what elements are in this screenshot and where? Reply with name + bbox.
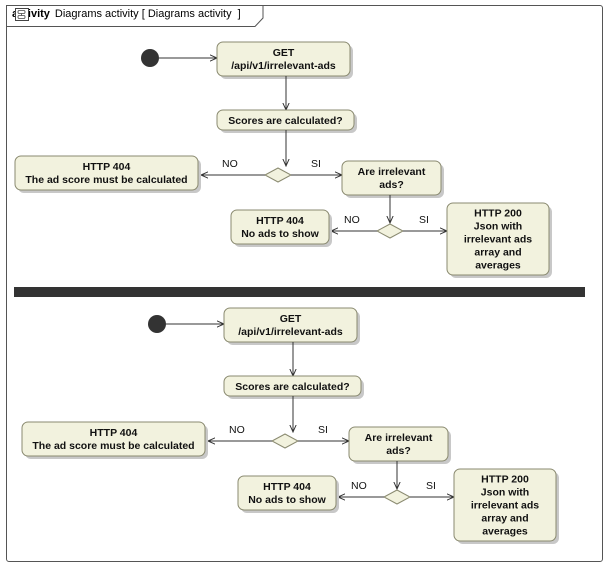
frame-title-link[interactable]: Diagrams activity [147,8,232,20]
scores-action[interactable]: Scores are calculated? [223,375,364,399]
http404-score-action-label: HTTP 404 [90,427,138,439]
irrelevant-action-label: ads? [386,445,411,457]
irrelevant-action-label: Are irrelevant [358,166,426,178]
label-si-2: SI [419,214,429,226]
http200-action-label: Json with [474,221,522,233]
scores-action-label: Scores are calculated? [235,381,349,393]
http404-score-action-label: HTTP 404 [83,161,131,173]
decision-irrelevant[interactable] [382,489,412,505]
label-no-1: NO [222,158,238,170]
label-no-2: NO [351,480,367,492]
decision-scores[interactable] [263,167,293,183]
irrelevant-action-box[interactable] [341,160,442,196]
http200-action-box[interactable] [453,468,557,542]
start-node[interactable] [148,315,166,333]
start-node[interactable] [141,49,159,67]
irrelevant-action-box[interactable] [348,426,449,462]
http404-score-action-box[interactable] [21,421,206,457]
http404-score-action-label: The ad score must be calculated [32,440,194,452]
http200-action-label: averages [482,526,528,538]
http404-noads-action-label: No ads to show [241,228,319,240]
get-action-label: /api/v1/irrelevant-ads [238,326,343,338]
http200-action-label: array and [481,513,528,525]
frame-title-suffix: ] [237,8,241,20]
label-si-2: SI [426,480,436,492]
frame-tab-shape [6,5,264,27]
get-action-label: /api/v1/irrelevant-ads [231,60,336,72]
get-action-box[interactable] [216,41,351,77]
http200-action-label: array and [474,247,521,259]
get-action-label: GET [273,47,295,59]
get-action-label: GET [280,313,302,325]
decision-irrelevant[interactable] [375,223,405,239]
scores-action[interactable]: Scores are calculated? [216,109,357,133]
get-action-box[interactable] [223,307,358,343]
label-si-1: SI [311,158,321,170]
http200-action-label: averages [475,260,521,272]
irrelevant-action-label: Are irrelevant [365,432,433,444]
get-action[interactable]: GET/api/v1/irrelevant-ads [223,307,360,345]
http200-action-label: irrelevant ads [464,234,532,246]
get-action[interactable]: GET/api/v1/irrelevant-ads [216,41,353,79]
http404-noads-action-label: HTTP 404 [263,481,311,493]
http404-score-action-box[interactable] [14,155,199,191]
separator-bar [14,287,585,297]
http200-action-label: HTTP 200 [481,474,529,486]
http404-noads-action-box[interactable] [237,475,337,511]
irrelevant-action-label: ads? [379,179,404,191]
decision-scores[interactable] [270,433,300,449]
label-no-1: NO [229,424,245,436]
activity-diagram-icon[interactable] [15,8,29,21]
http404-noads-action-label: HTTP 404 [256,215,304,227]
http200-action-label: irrelevant ads [471,500,539,512]
label-si-1: SI [318,424,328,436]
http404-noads-action-label: No ads to show [248,494,326,506]
http404-noads-action-box[interactable] [230,209,330,245]
label-no-2: NO [344,214,360,226]
frame-title-prefix: Diagrams activity [ [54,8,145,20]
http200-action-label: Json with [481,487,529,499]
http200-action-box[interactable] [446,202,550,276]
http200-action-label: HTTP 200 [474,208,522,220]
http404-score-action-label: The ad score must be calculated [25,174,187,186]
scores-action-label: Scores are calculated? [228,115,342,127]
